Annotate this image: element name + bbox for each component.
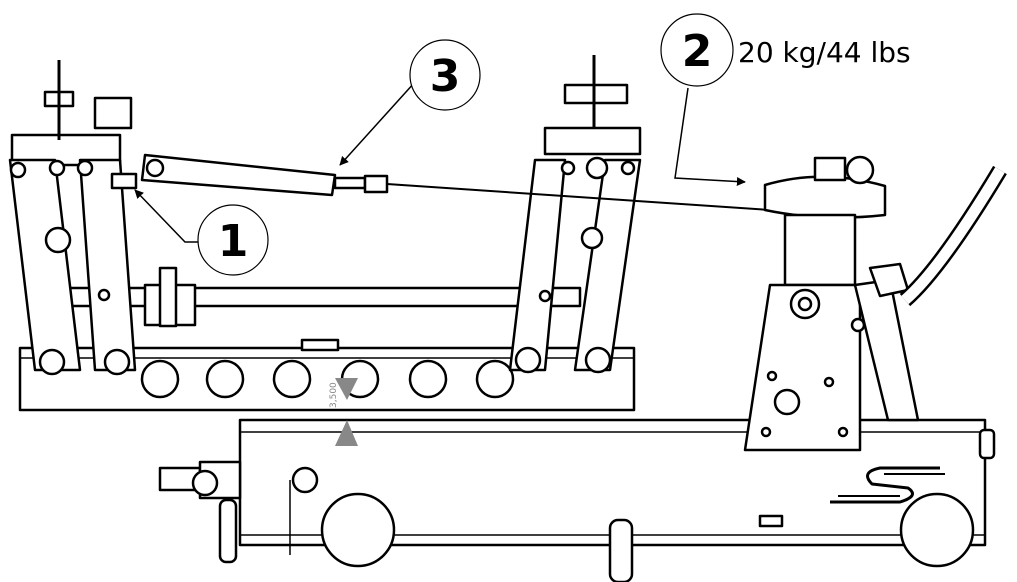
callout-3-number: 3 — [430, 51, 461, 102]
callout-1-number: 1 — [218, 216, 249, 267]
jack-post — [743, 155, 1007, 452]
callout-3: 3 — [339, 39, 481, 166]
callout-2-number: 2 — [682, 26, 713, 77]
hydraulic-cylinder — [140, 153, 771, 211]
dimension-marker: 3,500 — [329, 378, 358, 446]
lower-base-frame — [158, 418, 996, 582]
left-linkage — [8, 60, 138, 376]
callout-2: 2 20 kg/44 lbs — [660, 13, 911, 187]
dimension-text: 3,500 — [329, 382, 339, 408]
right-linkage — [508, 55, 642, 374]
callout-1: 1 — [134, 189, 269, 276]
guide-bar — [68, 266, 582, 328]
weight-label: 20 kg/44 lbs — [738, 36, 911, 69]
